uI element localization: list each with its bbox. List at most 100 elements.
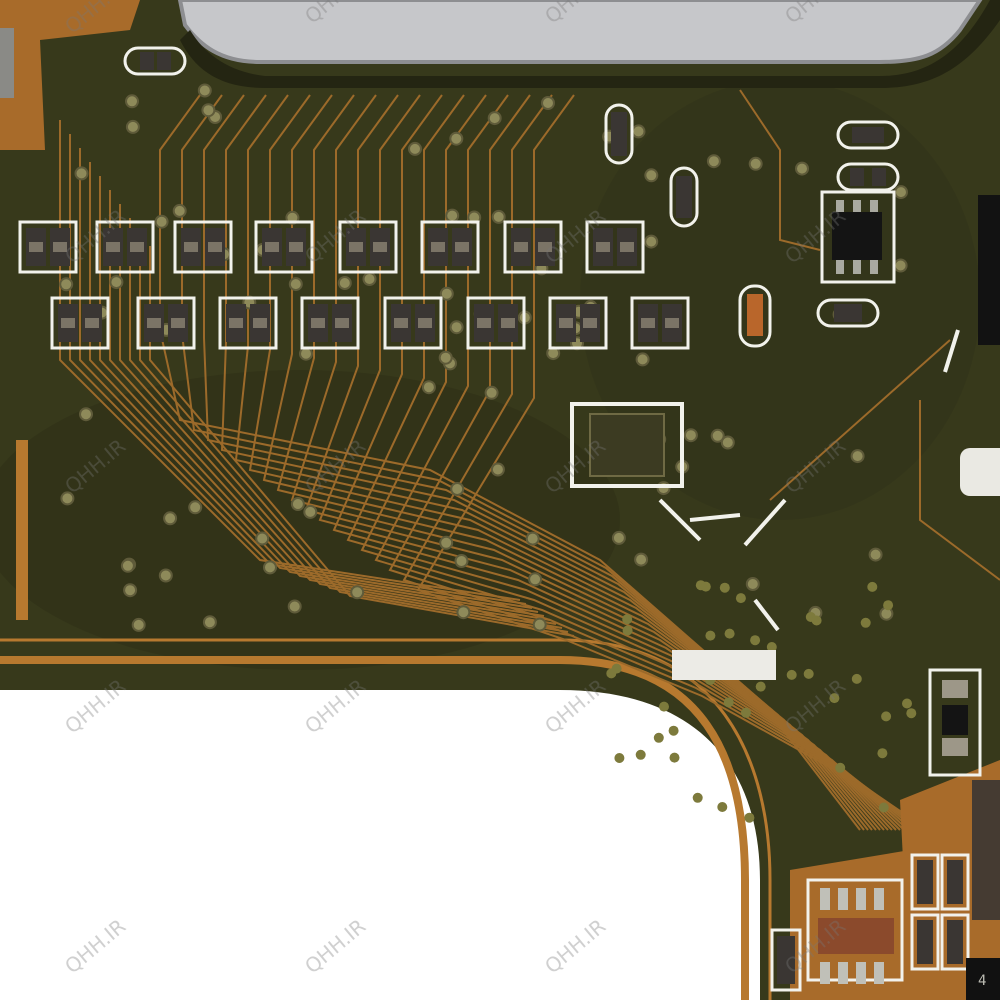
- pcb-trace: [332, 94, 905, 831]
- capacitor: [604, 103, 634, 165]
- resistor-array: [420, 220, 480, 274]
- via: [851, 673, 862, 684]
- trace-bundle: [59, 89, 1000, 831]
- via: [710, 428, 725, 443]
- regulator-pin: [836, 260, 844, 274]
- via: [59, 277, 74, 292]
- resistor-array: [218, 296, 278, 350]
- via: [656, 481, 671, 496]
- smd-capacitor-column: [770, 780, 1000, 992]
- via: [902, 698, 912, 709]
- via: [883, 600, 894, 611]
- via: [611, 530, 626, 545]
- ic-chip: [978, 195, 1000, 345]
- via: [644, 234, 659, 249]
- via: [456, 605, 471, 620]
- pcb-trace: [89, 162, 539, 613]
- via: [362, 272, 377, 286]
- via: [720, 435, 735, 450]
- resistor-array: [136, 296, 196, 350]
- via: [484, 385, 499, 400]
- via: [906, 708, 917, 719]
- ic-footprint-pads: [589, 413, 665, 477]
- resistor-array: [95, 220, 155, 274]
- metal-shield-can: [177, 0, 983, 64]
- resistor-array: [585, 220, 645, 274]
- via: [449, 131, 464, 146]
- via: [255, 531, 270, 546]
- via: [786, 669, 797, 680]
- chip-marking: 4: [978, 973, 986, 989]
- pcb-trace: [290, 94, 893, 831]
- via: [614, 753, 625, 763]
- regulator-outline: [820, 190, 896, 284]
- via: [659, 701, 669, 712]
- via: [877, 748, 888, 759]
- via: [158, 568, 173, 583]
- via: [188, 500, 203, 515]
- resistor-array: [254, 220, 314, 274]
- regulator-pin: [853, 260, 861, 274]
- via: [744, 812, 755, 823]
- via: [450, 482, 465, 496]
- via: [290, 497, 305, 511]
- capacitor: [123, 46, 187, 76]
- via: [123, 583, 138, 598]
- silkscreen-mark: [943, 329, 960, 373]
- via: [491, 209, 506, 224]
- via: [668, 725, 679, 736]
- via: [635, 352, 650, 367]
- via: [532, 617, 547, 632]
- via: [154, 214, 169, 229]
- via: [724, 628, 735, 639]
- via: [288, 277, 303, 292]
- silkscreen-label-block: [672, 650, 776, 680]
- pcb-trace: [99, 176, 545, 617]
- pcb-trace: [346, 94, 909, 831]
- resistor-array: [300, 296, 360, 350]
- edge-contact: [0, 28, 14, 98]
- resistor-array-grid: [18, 220, 690, 350]
- via: [811, 615, 822, 626]
- via: [131, 617, 146, 632]
- via: [172, 203, 187, 218]
- via: [606, 668, 617, 679]
- regulator-chip: [832, 212, 882, 260]
- tantalum-capacitor: [738, 284, 772, 348]
- white-connector-pad: [960, 448, 1000, 496]
- via: [766, 642, 777, 652]
- capacitor: [836, 120, 900, 150]
- via: [109, 275, 124, 290]
- via: [741, 707, 751, 718]
- via: [120, 558, 135, 573]
- via: [868, 547, 883, 562]
- via: [438, 350, 453, 365]
- via: [525, 531, 540, 546]
- via: [287, 599, 302, 614]
- resistor-array: [50, 296, 110, 350]
- resistor-array: [548, 296, 608, 350]
- silkscreen-mark: [689, 513, 741, 522]
- via: [835, 762, 846, 773]
- via: [705, 630, 716, 641]
- regulator-pin: [836, 200, 844, 212]
- via: [350, 585, 365, 600]
- via: [449, 320, 464, 335]
- via: [487, 111, 502, 126]
- copper-edge-trace: [0, 656, 749, 1000]
- via: [201, 103, 216, 118]
- pcb-trace: [304, 94, 897, 831]
- copper-pour: [0, 0, 140, 150]
- via: [202, 615, 217, 630]
- via: [125, 94, 139, 109]
- ic-footprint-outline: [570, 402, 684, 488]
- regulator-pin: [870, 260, 878, 274]
- pcb-trace: [129, 218, 563, 629]
- pcb-trace: [360, 94, 913, 831]
- via: [408, 141, 422, 156]
- via: [719, 582, 730, 593]
- via: [445, 208, 460, 223]
- via: [634, 552, 649, 567]
- via: [723, 697, 734, 708]
- via: [881, 711, 892, 722]
